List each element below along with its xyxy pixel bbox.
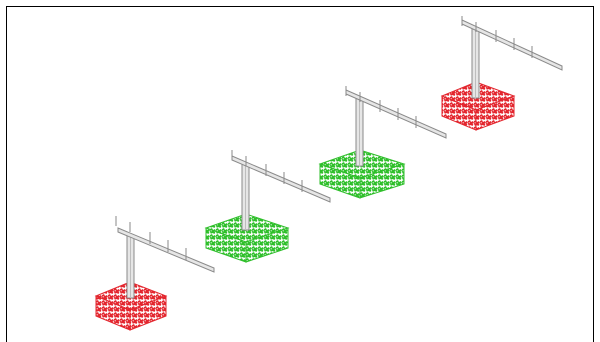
structure-3[interactable] (318, 86, 447, 199)
cantilever-beam (345, 86, 447, 139)
structure-2[interactable] (204, 150, 331, 263)
support-column (126, 235, 135, 299)
cantilever-beam (461, 16, 563, 71)
support-column (355, 97, 364, 167)
support-column (241, 163, 250, 231)
viewport-frame (6, 6, 594, 342)
cantilever-beam (231, 150, 331, 203)
support-column (471, 27, 480, 99)
structure-1[interactable] (94, 216, 215, 331)
cantilever-beam (115, 216, 215, 273)
structure-4[interactable] (440, 16, 563, 131)
